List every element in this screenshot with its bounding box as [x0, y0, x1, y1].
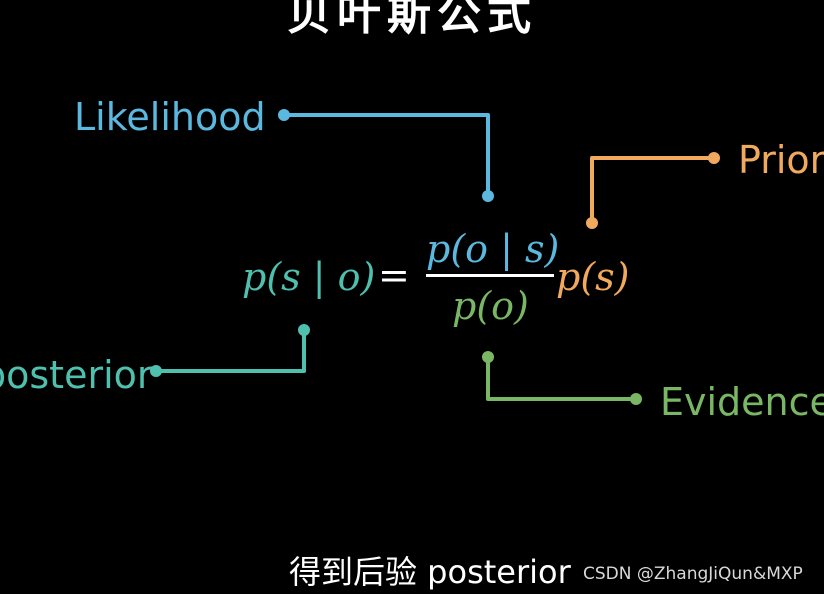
prior-connector	[586, 152, 720, 229]
posterior-connector	[150, 324, 310, 377]
formula-posterior-term: p(s | o)	[242, 255, 376, 299]
evidence-connector	[482, 351, 642, 405]
prior-label: Prior	[738, 138, 824, 182]
formula-evidence-term: p(o)	[452, 284, 529, 328]
slide-title: 贝叶斯公式	[287, 0, 537, 40]
formula-prior-term: p(s)	[556, 255, 630, 299]
likelihood-connector	[278, 109, 494, 202]
fraction-bar	[426, 274, 554, 277]
formula-likelihood-term: p(o | s)	[426, 227, 560, 271]
formula-equals-sign: =	[378, 253, 410, 297]
video-subtitle: 得到后验 posterior	[289, 553, 571, 591]
posterior-label: posterior	[0, 353, 153, 397]
csdn-watermark: CSDN @ZhangJiQun&MXP	[583, 564, 803, 584]
evidence-label: Evidence	[660, 380, 824, 424]
likelihood-label: Likelihood	[74, 95, 266, 139]
